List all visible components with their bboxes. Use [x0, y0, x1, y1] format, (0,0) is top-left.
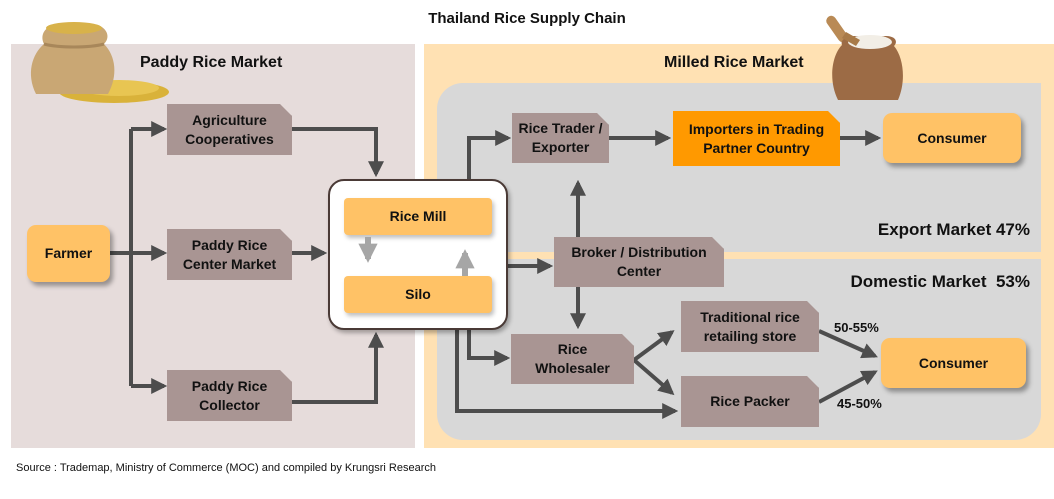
node-paddy-rice-center-market: Paddy Rice Center Market [167, 229, 292, 280]
milled-sack-image [826, 15, 903, 100]
domestic-market-label: Domestic Market 53% [850, 272, 1030, 291]
arrow-collector-to-mill [292, 331, 384, 404]
milled-panel-title: Milled Rice Market [664, 54, 804, 71]
node-farmer: Farmer [27, 225, 110, 282]
arrow-agri-coop-to-mill [292, 127, 384, 178]
diagram-title: Thailand Rice Supply Chain [428, 10, 626, 27]
export-market-label: Export Market 47% [877, 220, 1030, 239]
arrow-wholesaler-to-packer [632, 358, 675, 396]
node-silo: Silo [344, 276, 492, 313]
node-rice-trader-exporter: Rice Trader / Exporter [512, 113, 609, 163]
node-rice-wholesaler: Rice Wholesaler [511, 334, 634, 384]
node-rice-packer: Rice Packer [681, 376, 819, 427]
paddy-sack-image [30, 22, 169, 103]
arrow-mill-to-trader [467, 130, 512, 179]
paddy-sack-grain-top [46, 22, 102, 34]
node-traditional-rice-retailing-store: Traditional rice retailing store [681, 301, 819, 352]
source-note: Source : Trademap, Ministry of Commerce … [16, 462, 436, 474]
node-importers: Importers in Trading Partner Country [673, 111, 840, 166]
arrow-mill-to-packer [455, 330, 679, 419]
node-consumer-domestic: Consumer [881, 338, 1026, 388]
paddy-sack-tie [43, 42, 105, 49]
node-rice-mill: Rice Mill [344, 198, 492, 235]
node-broker-distribution-center: Broker / Distribution Center [554, 237, 724, 287]
mill-silo-cycle-arrows [358, 237, 475, 276]
share-traditional-to-consumer: 50-55% [834, 320, 879, 335]
arrow-mill-to-wholesaler [467, 330, 511, 366]
milled-sack [832, 36, 903, 100]
scoop [842, 32, 860, 46]
arrow-packer-to-consumer [818, 370, 878, 404]
node-consumer-export: Consumer [883, 113, 1021, 163]
share-packer-to-consumer: 45-50% [837, 396, 882, 411]
paddy-sack [30, 23, 115, 94]
paddy-panel-title: Paddy Rice Market [140, 54, 283, 71]
milled-rice-top [848, 35, 892, 49]
scoop-handle [826, 15, 848, 43]
node-agriculture-cooperatives: Agriculture Cooperatives [167, 104, 292, 155]
arrow-wholesaler-to-traditional [632, 330, 675, 362]
node-paddy-rice-collector: Paddy Rice Collector [167, 370, 292, 421]
arrow-traditional-to-consumer [818, 329, 878, 359]
